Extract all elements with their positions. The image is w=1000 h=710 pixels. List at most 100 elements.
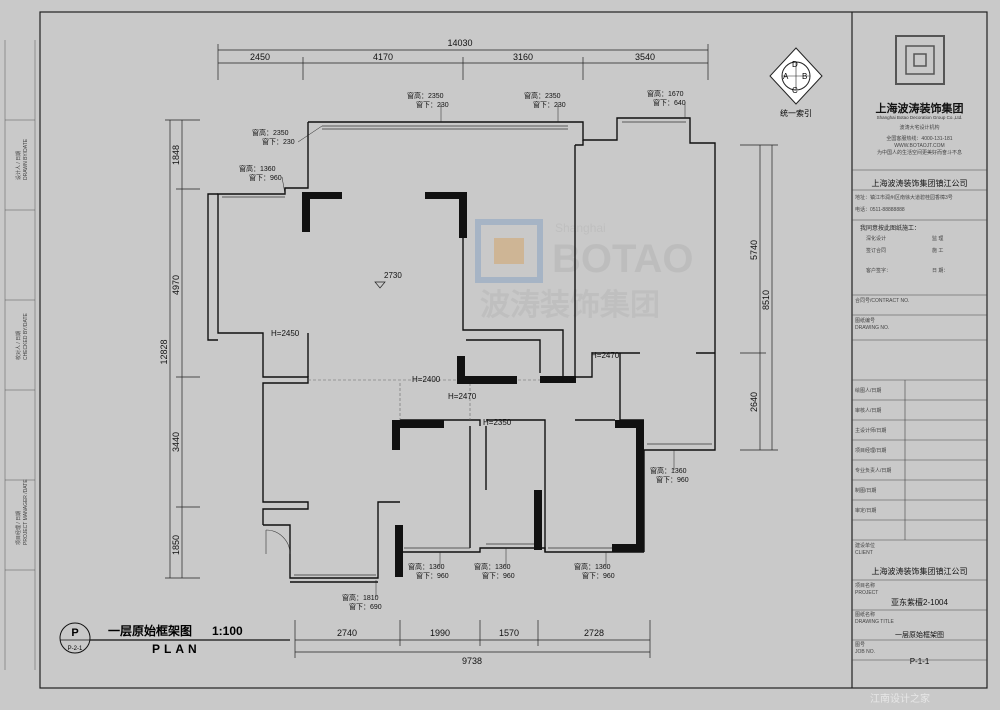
dim-bottom-3: 2728 [584,628,604,638]
window-sill-label: 窗下：960 [416,571,449,580]
wall-outlines [207,117,716,583]
tb-label-approved: 审定/日期 [855,508,877,514]
left-strip-label: 校对人 / 日期 [15,331,22,360]
row-supervisor-label: 监 理 [932,236,944,242]
window-sill-label: 窗下：960 [582,571,615,580]
index-label: 统一索引 [780,108,812,118]
dim-left-total: 12828 [159,339,169,364]
left-strip-label: PROJECT MANAGER /DATE [23,479,29,545]
tb-label-draft: 制图/日期 [855,488,877,494]
sheet-label-en: JOB NO. [855,649,876,655]
project-label: 项目名称 [855,583,876,589]
dim-left-1: 4970 [171,275,181,295]
dim-bottom-total: 9738 [462,656,482,666]
index-letter: D [792,60,798,69]
sheet-label: 图号 [855,642,866,648]
window-sill-label: 窗下：960 [482,571,515,580]
window-symbols [222,121,712,576]
leader-lines [281,102,686,597]
row-design-label: 深化设计 [866,236,887,242]
left-strip-label: 项目经理 / 日期 [15,511,22,545]
window-height-label: 窗高：1360 [574,562,611,571]
structural-columns [302,192,644,577]
slogan: 为中国人的生活空间更美好而奋斗不息 [876,150,962,156]
dim-left-3: 1850 [171,535,181,555]
date-label: 日 期： [932,268,949,274]
dim-top-0: 2450 [250,52,270,62]
ceiling-height-label: 2730 [384,271,402,280]
entry-door-symbol [265,529,291,555]
company-logo [895,35,945,85]
project-label-en: PROJECT [855,590,879,596]
dim-top-total: 14030 [447,38,472,48]
height-label: H=2470 [448,392,477,401]
drawing-title-block: P P-2-1 一层原始框架图 1:100 PLAN [59,622,290,656]
drawing-marker-code: P-2-1 [68,646,83,652]
client-name: 上海波涛装饰集团镇江公司 [871,567,968,576]
dim-right-total: 8510 [761,290,771,310]
drawing-title-label-en: DRAWING TITLE [855,619,894,625]
window-sill-label: 窗下：230 [533,100,566,109]
window-sill-label: 窗下：690 [349,602,382,611]
tb-label-drawn: 绘图人/日期 [855,388,882,394]
address: 地址：镇江市润州区南徐大道碧桂园香樟3号 [855,195,953,201]
dimension-lines [165,44,778,658]
corner-watermark-text: 江南设计之家 [870,692,930,705]
tb-label-contract: 合同号/CONTRACT NO. [855,298,910,304]
window-sill-label: 窗下：960 [656,475,689,484]
window-height-label: 窗高：1670 [647,89,684,98]
sheet-border [39,11,988,689]
left-strip-label: CHECKED BY/DATE [23,312,29,360]
left-strip-label: DRAWN BY/DATE [23,138,29,180]
window-height-label: 窗高：2350 [524,91,561,100]
opening-lines [308,379,575,420]
height-label: H=2450 [271,329,300,338]
index-letter: B [802,72,807,81]
client-sign-label: 客户签字： [866,268,892,274]
dim-right-0: 5740 [749,240,759,260]
index-symbol: A B C D 统一索引 [769,47,823,118]
botao-watermark: Shanghai BOTAO 波涛装饰集团 [475,219,693,322]
hotline: 全国客服热线：4000-131-181 [886,136,953,142]
company-name-en: Shanghai Botao Decoration Group Co.,Ltd. [876,115,963,120]
title-block: 上海波涛装饰集团 Shanghai Botao Decoration Group… [852,12,987,688]
dim-bottom-0: 2740 [337,628,357,638]
window-height-label: 窗高：2350 [407,91,444,100]
tb-label-drawing-no-en: DRAWING NO. [855,325,890,331]
dim-left-2: 3440 [171,432,181,452]
height-label: H=2400 [412,375,441,384]
website: WWW.BOTAOJT.COM [894,143,945,149]
dim-bottom-2: 1570 [499,628,519,638]
dim-top-2: 3160 [513,52,533,62]
index-letter: C [792,86,798,95]
title-block-grid [852,169,987,661]
dim-top-1: 4170 [373,52,393,62]
drawing-title-value: 一层原始框架图 [895,632,944,639]
drawing-title-label: 图纸名称 [855,612,876,618]
drawing-marker-letter: P [71,627,78,639]
branch-name: 上海波涛装饰集团镇江公司 [871,179,968,188]
dim-bottom-1: 1990 [430,628,450,638]
window-sill-label: 窗下：640 [653,98,686,107]
height-label: H=2470 [591,351,620,360]
window-height-label: 窗高：2350 [252,128,289,137]
confirm-text: 我同意按此图纸施工： [860,226,921,232]
left-strip-labels: 设计人 / 日期 DRAWN BY/DATE 校对人 / 日期 CHECKED … [15,138,29,545]
company-sub: 波涛大宅设计机构 [899,125,940,131]
company-name: 上海波涛装饰集团 [875,103,964,115]
drawing-scale: 1:100 [212,624,243,638]
watermark-brand-en: BOTAO [552,237,693,281]
dim-right-1: 2640 [749,392,759,412]
ceiling-height-marker [374,281,386,289]
dimension-labels: 14030 2450 4170 3160 3540 12828 1848 497… [159,38,771,666]
drawing-subtitle: PLAN [152,642,201,656]
window-height-label: 窗高：1810 [342,593,379,602]
watermark-brand-cn: 波涛装饰集团 [480,289,660,322]
phone: 电话：0511-88888888 [855,207,905,213]
tb-label-lead: 专业负责人/日期 [855,468,892,474]
tb-label-manager: 项目经理/日期 [855,448,887,454]
window-sill-label: 窗下：960 [249,173,282,182]
